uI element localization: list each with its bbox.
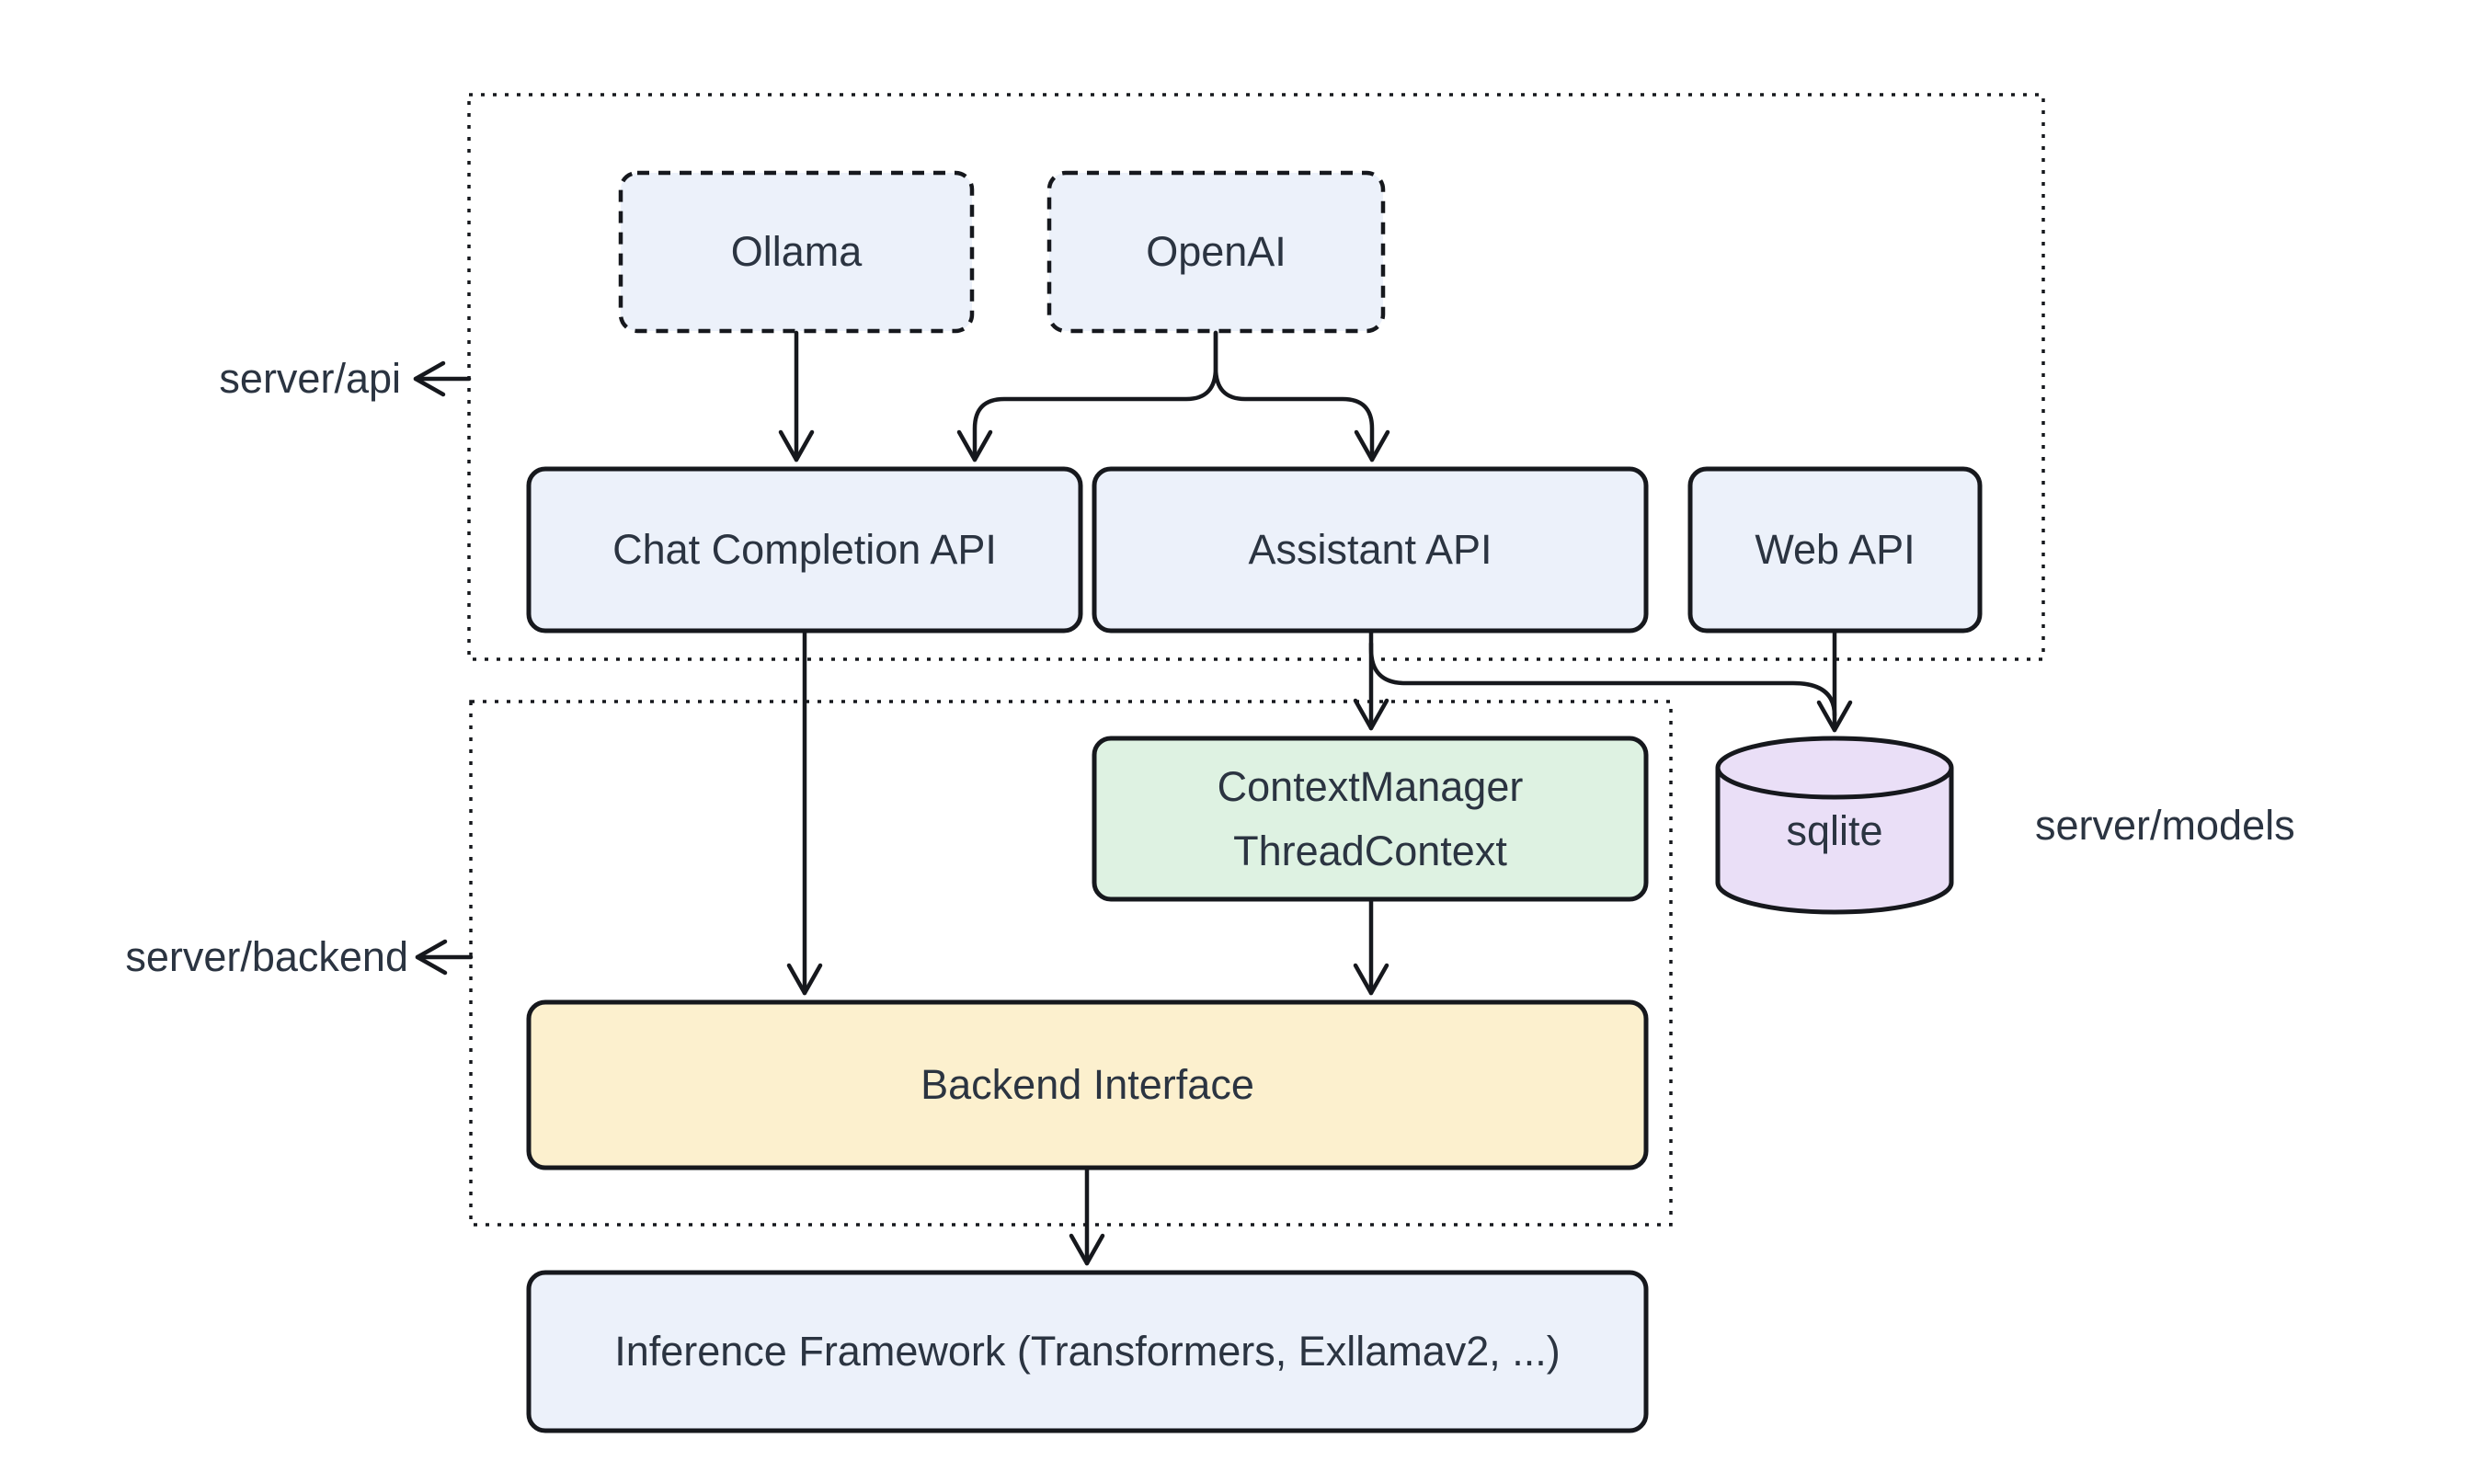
server-backend-container-box [469,700,1673,1227]
openai-node-label: OpenAI [1146,227,1286,275]
chat-completion-api-node-label: Chat Completion API [612,525,997,573]
openai-node-box [1046,170,1386,334]
assistant-api-node-label: Assistant API [1248,525,1492,573]
sqlite-database-cylinder [1715,736,1954,915]
server-backend-container-label: server/backend [125,932,408,980]
edge-assistant-api-to-sqlite [1368,641,1837,718]
context-manager-node-label: ContextManager ThreadContext [1094,738,1646,899]
ollama-node-label: Ollama [730,227,863,275]
sqlite-node-label: sqlite [1786,806,1883,854]
server-models-label: server/models [2035,801,2295,849]
web-api-node-label: Web API [1755,525,1915,573]
edge-openai-to-chat-completion [956,330,1218,462]
context-manager-line1: ContextManager [1217,762,1524,810]
inference-framework-node-label: Inference Framework (Transformers, Exlla… [614,1327,1561,1375]
inference-framework-node-box [526,1270,1649,1433]
backend-interface-node-label: Backend Interface [921,1060,1254,1108]
ollama-node-box [618,170,975,334]
edge-openai-to-assistant-api [1213,330,1390,462]
context-manager-line2: ThreadContext [1233,827,1507,874]
server-api-container-label: server/api [219,354,401,402]
